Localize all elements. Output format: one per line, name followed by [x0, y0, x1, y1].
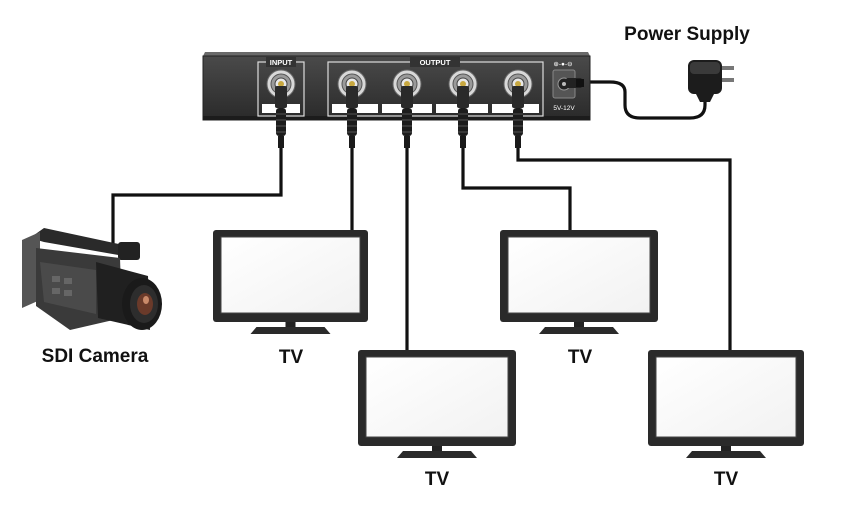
bnc-output-1-connector [337, 69, 367, 148]
bnc-connectors [266, 69, 533, 148]
tv-monitor-4: TV [648, 350, 804, 490]
power-adapter-icon [688, 60, 734, 102]
tv-label: TV [425, 469, 450, 490]
tv-neck [285, 322, 296, 328]
bnc-output-4-connector [503, 69, 533, 148]
tv-stand [539, 327, 619, 334]
tv-label: TV [279, 347, 304, 368]
tv-stand [397, 451, 477, 458]
dc-plug [566, 78, 584, 88]
tv-monitor-3: TV [500, 230, 658, 368]
output-label: OUTPUT [420, 58, 451, 67]
tv-neck [432, 446, 442, 452]
cable-output-4-tv [516, 148, 732, 350]
tv-screen [220, 236, 361, 314]
cables [111, 80, 732, 350]
cable-output-3-tv [461, 148, 572, 230]
bnc-output-2-connector [392, 69, 422, 148]
tv-stand [686, 451, 766, 458]
tv-screen [365, 356, 509, 438]
camera-label: SDI Camera [42, 346, 149, 367]
voltage-label: 5V-12V [553, 105, 575, 112]
tv-monitor-2: TV [358, 350, 516, 490]
input-label: INPUT [270, 58, 293, 67]
bnc-input-connector [266, 69, 296, 148]
cable-power [578, 80, 707, 120]
power-supply-label: Power Supply [624, 24, 750, 45]
tv-stand [250, 327, 331, 334]
tv-label: TV [714, 469, 739, 490]
tv-screen [655, 356, 797, 438]
tv-screen [507, 236, 651, 314]
tv-neck [574, 322, 584, 328]
tv-neck [721, 446, 731, 452]
tv-label: TV [568, 347, 593, 368]
cable-camera-input [111, 148, 283, 248]
bnc-output-3-connector [448, 69, 478, 148]
polarity-symbol: ⊕-●-⊖ [553, 61, 573, 68]
tv-group: TV TV TV TV [213, 230, 804, 490]
camcorder-icon [22, 228, 162, 330]
tv-monitor-1: TV [213, 230, 368, 368]
